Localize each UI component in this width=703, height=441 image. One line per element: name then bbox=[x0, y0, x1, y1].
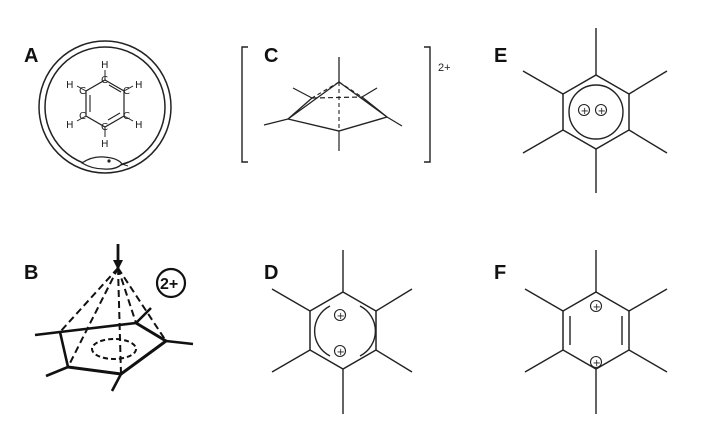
positive-charge-icon bbox=[333, 344, 347, 358]
atom-h: H bbox=[135, 80, 143, 91]
atom-c: C bbox=[79, 86, 86, 97]
panel-a-benzene: C C C C C C H H H H H H bbox=[66, 60, 143, 150]
positive-charge-icon bbox=[594, 103, 608, 117]
positive-charge-icon bbox=[577, 103, 591, 117]
snake-tongue-icon bbox=[121, 161, 129, 167]
panel-label-f: F bbox=[494, 262, 507, 284]
panel-f-structure: + + bbox=[524, 250, 668, 414]
panel-label-e: E bbox=[494, 45, 508, 67]
charge-label: 2+ bbox=[160, 276, 178, 293]
plus-sign: + bbox=[581, 106, 589, 117]
aromatic-circle bbox=[568, 84, 624, 140]
positive-charge-icon bbox=[589, 299, 603, 313]
atom-h: H bbox=[66, 80, 74, 91]
double-bond bbox=[107, 112, 121, 121]
charge-label: 2+ bbox=[438, 62, 451, 74]
ouroboros-outer-ring bbox=[38, 40, 172, 174]
charge-circle bbox=[155, 267, 187, 299]
plus-sign: + bbox=[337, 347, 345, 358]
panel-a-ouroboros bbox=[38, 40, 172, 174]
panel-c-pyramid: 2+ bbox=[241, 46, 451, 163]
benzene-ring bbox=[85, 79, 125, 128]
left-bracket bbox=[241, 46, 248, 163]
arc bbox=[359, 305, 377, 357]
panel-b-pyramid: 2+ bbox=[34, 244, 194, 392]
atom-c: C bbox=[101, 75, 108, 86]
panel-e-structure: + + bbox=[522, 28, 668, 193]
panel-d-structure: + + bbox=[271, 250, 413, 414]
atom-c: C bbox=[79, 111, 86, 122]
atom-c: C bbox=[123, 111, 130, 122]
plus-sign: + bbox=[593, 302, 601, 313]
positive-charge-icon bbox=[589, 355, 603, 369]
dashed-ellipse bbox=[91, 338, 137, 360]
atom-h: H bbox=[135, 120, 143, 131]
plus-sign: + bbox=[593, 358, 601, 369]
plus-sign: + bbox=[598, 106, 606, 117]
positive-charge-icon bbox=[333, 308, 347, 322]
snake-eye-icon bbox=[107, 159, 111, 163]
atom-c: C bbox=[101, 122, 108, 133]
snake-head-icon bbox=[80, 156, 123, 170]
panel-label-a: A bbox=[24, 45, 39, 67]
plus-sign: + bbox=[337, 311, 345, 322]
panel-label-b: B bbox=[24, 262, 39, 284]
atom-h: H bbox=[66, 120, 74, 131]
right-bracket bbox=[424, 46, 431, 163]
double-bond bbox=[108, 84, 122, 93]
panel-label-c: C bbox=[264, 45, 279, 67]
atom-h: H bbox=[101, 60, 109, 71]
atom-h: H bbox=[101, 139, 109, 150]
atom-c: C bbox=[123, 86, 130, 97]
arc bbox=[313, 305, 331, 357]
panel-label-d: D bbox=[264, 262, 279, 284]
